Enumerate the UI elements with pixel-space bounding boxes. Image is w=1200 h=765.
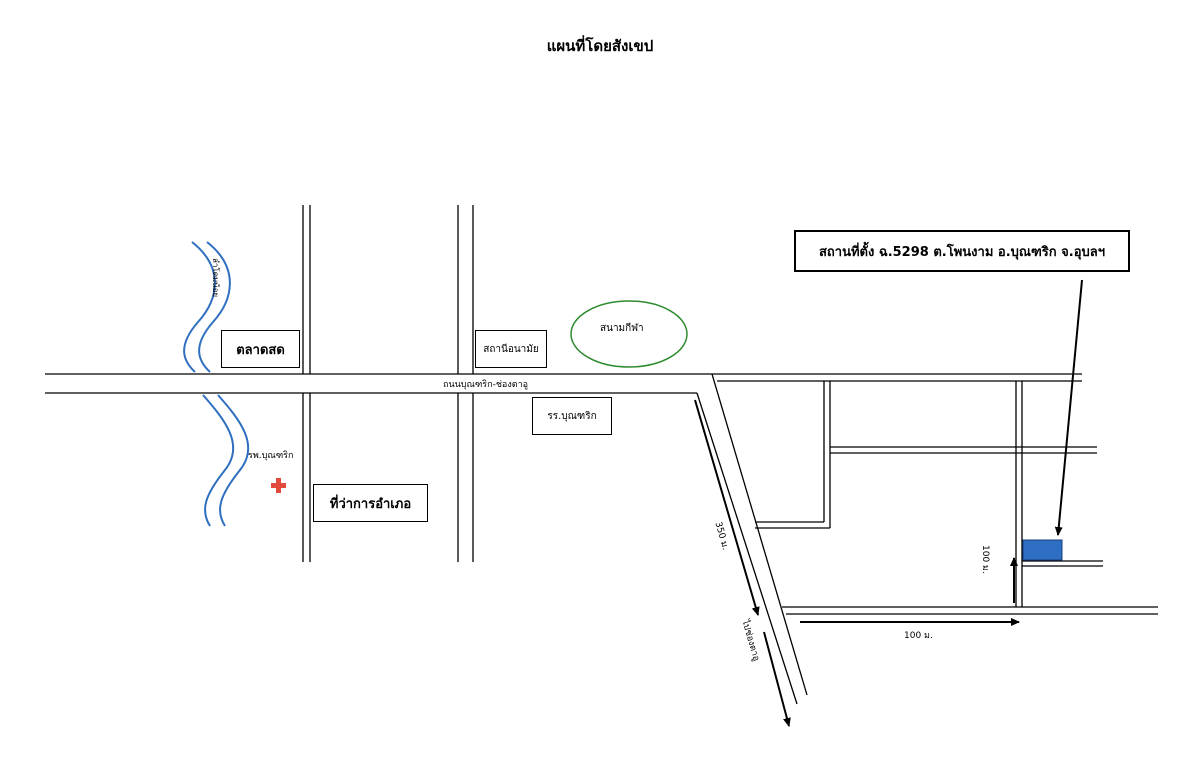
arrows bbox=[694, 279, 1083, 727]
market-label: ตลาดสด bbox=[236, 342, 285, 358]
hospital-label: รพ.บุณฑริก bbox=[248, 451, 294, 461]
distance-100m-vertical-label: 100 ม. bbox=[980, 545, 990, 574]
health-station-label: สถานีอนามัย bbox=[483, 343, 539, 355]
district-office-box: ที่ว่าการอำเภอ bbox=[313, 484, 428, 522]
school-label: รร.บุณฑริก bbox=[547, 410, 597, 422]
distance-100m-horizontal-label: 100 ม. bbox=[904, 631, 933, 641]
river bbox=[183, 241, 250, 527]
target-plot-marker bbox=[1022, 539, 1063, 561]
river-label: ลำโดมน้อย bbox=[211, 258, 220, 298]
school-box: รร.บุณฑริก bbox=[532, 397, 612, 435]
main-road-label: ถนนบุณฑริก-ช่องตาอู bbox=[443, 380, 529, 390]
district-office-label: ที่ว่าการอำเภอ bbox=[329, 496, 412, 512]
location-label-text: สถานที่ตั้ง ฉ.5298 ต.โพนงาม อ.บุณฑริก จ.… bbox=[818, 244, 1106, 260]
health-station-box: สถานีอนามัย bbox=[475, 330, 547, 368]
map-title: แผนที่โดยสังเขป bbox=[546, 37, 654, 55]
location-label: สถานที่ตั้ง ฉ.5298 ต.โพนงาม อ.บุณฑริก จ.… bbox=[794, 230, 1130, 272]
road-network bbox=[45, 205, 1158, 705]
market-box: ตลาดสด bbox=[221, 330, 300, 368]
stadium-label: สนามกีฬา bbox=[600, 323, 644, 334]
stadium-ellipse bbox=[570, 300, 688, 368]
red-cross-icon bbox=[271, 478, 286, 493]
